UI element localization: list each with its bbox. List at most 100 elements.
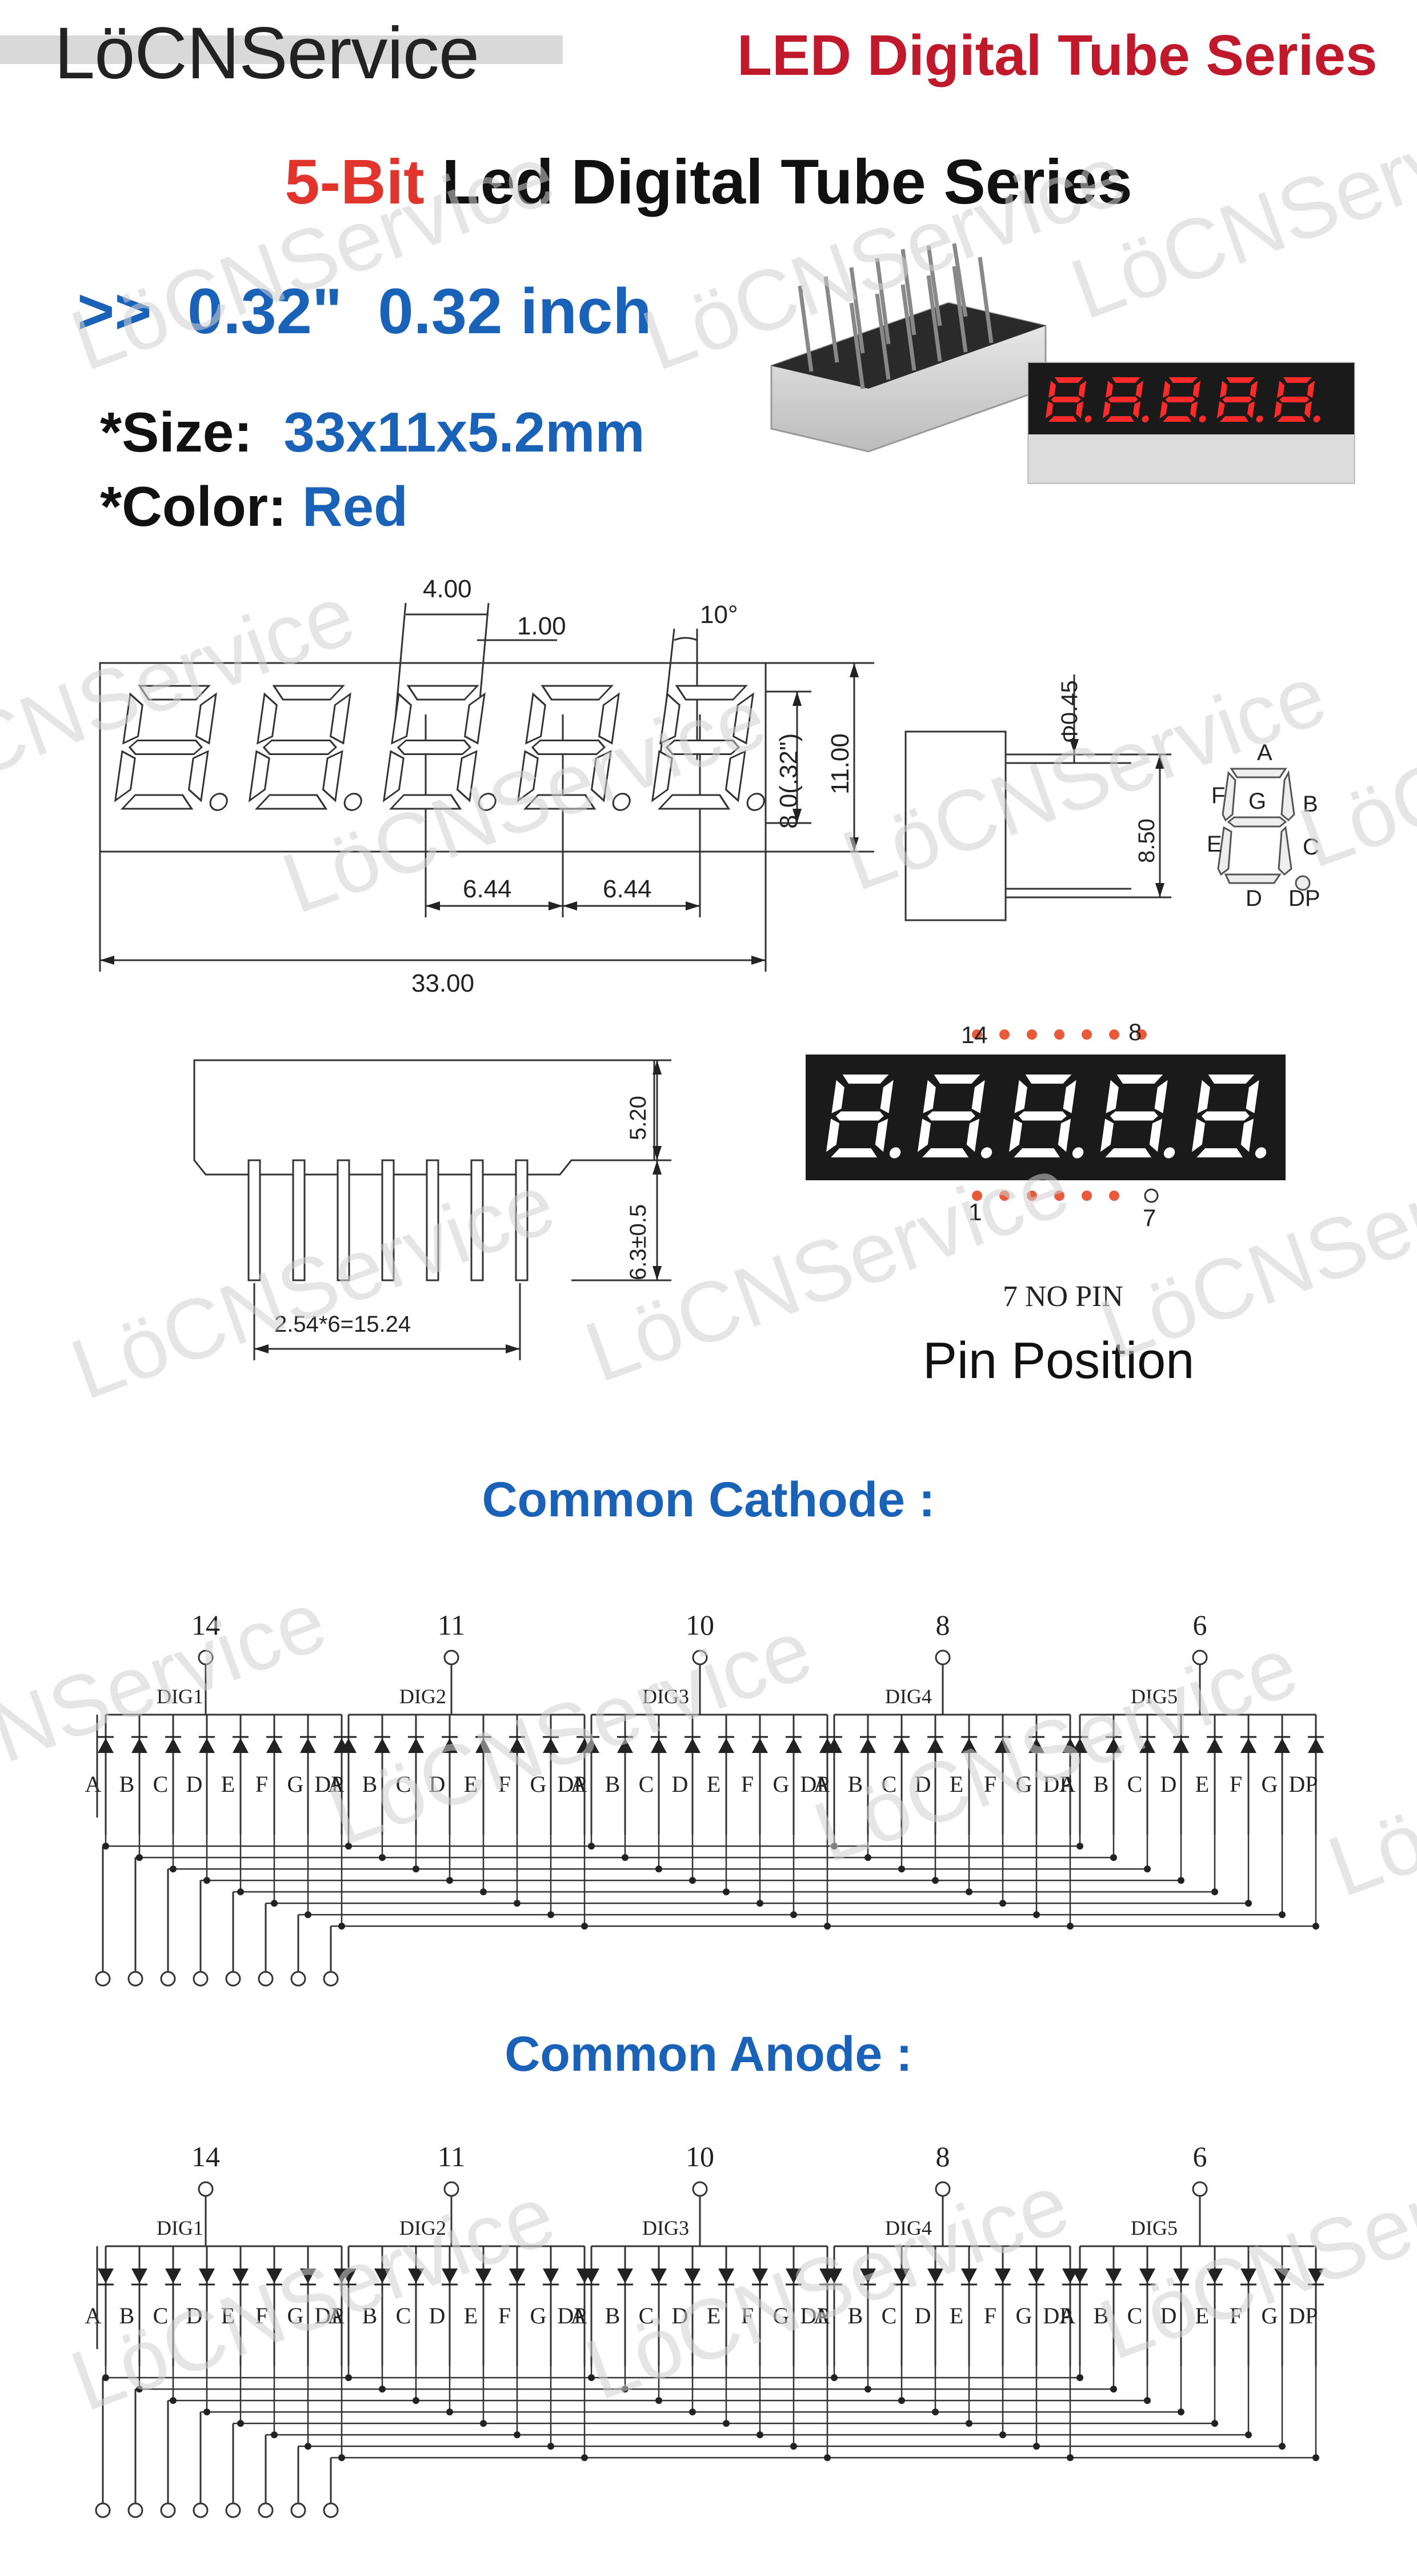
segment-label: A [814, 1771, 830, 1797]
junction-dot [1178, 2409, 1184, 2415]
junction-dot [1076, 1843, 1083, 1850]
digit-dp [1084, 416, 1092, 422]
pin-dots [972, 1029, 1159, 1203]
dim-pin-span: 2.54*6=15.24 [274, 1312, 411, 1337]
pin-module-digit [1191, 1075, 1267, 1159]
digit-pin-terminal [198, 1650, 214, 1666]
digit-segment [1045, 401, 1054, 419]
pin-note: 7 NO PIN [1003, 1280, 1123, 1313]
side-pin [426, 1159, 439, 1281]
junction-dot [1245, 2431, 1252, 2438]
pin-module-digit [826, 1075, 901, 1159]
diode [786, 2269, 802, 2283]
dimension-drawing: 4.00 1.00 10° 6.44 6.44 33.00 8.0(.32") … [99, 575, 1320, 997]
digit-segment [329, 692, 351, 745]
junction-dot [413, 1866, 419, 1872]
dim-digit [382, 685, 497, 811]
junction-dot [446, 2409, 453, 2415]
junction-dot [338, 2454, 345, 2461]
junction-dot [1110, 2386, 1117, 2393]
junction-dot [1067, 2454, 1074, 2461]
digit-segment [1208, 1075, 1255, 1084]
segment-label: C [153, 2303, 169, 2329]
segment-label: C [1127, 2303, 1143, 2329]
digit-segment [1276, 416, 1306, 422]
pin-label-7: 7 [1143, 1204, 1156, 1231]
bottom-pin-terminal [258, 2502, 274, 2518]
diode [1072, 1738, 1088, 1753]
digit-segment [1240, 1119, 1254, 1152]
digit-segment [1247, 401, 1255, 419]
segment-label: DP [1043, 1771, 1072, 1797]
digit-segment [880, 1080, 894, 1113]
segment-label: DP [1288, 1771, 1318, 1797]
segment-label: G [287, 2303, 304, 2329]
digit-segment [1168, 377, 1198, 383]
digit-label: DIG2 [399, 2216, 446, 2239]
segment-label: D [186, 1771, 203, 1797]
digit-dp [612, 793, 631, 811]
diode [408, 1738, 424, 1753]
junction-dot [581, 2454, 588, 2461]
diode [266, 1738, 282, 1753]
segment-label: E [950, 1771, 963, 1797]
bottom-pin-terminal [160, 1971, 176, 1987]
digit-segment [917, 1119, 931, 1152]
junction-dot [1076, 2374, 1083, 2381]
diode [894, 2269, 910, 2283]
spec-color: *Color: Red [100, 474, 408, 539]
digit-label: DIG5 [1131, 2216, 1178, 2239]
pin-side-view [193, 1059, 671, 1360]
segment-label: G [773, 1771, 790, 1797]
digit-segment [406, 685, 479, 701]
segment-label: A [1059, 2303, 1076, 2329]
digit-segment [971, 1080, 985, 1113]
dim-thickness: 5.20 [626, 1096, 651, 1140]
digit-segment [525, 692, 546, 745]
diode [1240, 2269, 1256, 2283]
segment-label: C [153, 1771, 169, 1797]
digit-segment [1102, 401, 1111, 419]
junction-dot [1245, 1900, 1252, 1907]
brand-underline-bar [0, 35, 563, 64]
segment-label: B [605, 2303, 621, 2329]
digit-dp [889, 1147, 901, 1159]
segment-label: E [1195, 1771, 1209, 1797]
diode [1207, 2269, 1223, 2283]
diode [374, 1738, 390, 1753]
digit-label: DIG5 [1131, 1685, 1178, 1708]
pin-dot-top [1027, 1029, 1037, 1040]
segment-label: D [1160, 1771, 1177, 1797]
digit-segment [1133, 401, 1141, 419]
segment-label: A [814, 2303, 830, 2329]
junction-dot [831, 1843, 838, 1850]
digit-segment [1135, 380, 1144, 398]
inch-quote: 0.32" [187, 275, 343, 347]
digit-segment [1014, 1080, 1027, 1113]
junction-dot [723, 1888, 730, 1895]
dim-seg-gap: 1.00 [517, 612, 566, 640]
digit-segment [1105, 380, 1113, 398]
digit-segment [1283, 377, 1312, 383]
pin-dot-bottom [999, 1191, 1010, 1201]
segment-label: C [882, 1771, 897, 1797]
digit-segment [1110, 1111, 1158, 1121]
bottom-pin-terminal [160, 2502, 176, 2518]
side-pin [515, 1159, 529, 1281]
digit-pin-terminal [198, 2181, 214, 2197]
digit-segment [724, 750, 746, 802]
digit-segment [1276, 380, 1284, 398]
digit-segment [1116, 1075, 1163, 1084]
digit-segment [1025, 1075, 1072, 1084]
junction-dot [1211, 2420, 1218, 2427]
pin-dot-top [1054, 1029, 1064, 1040]
junction-dot [622, 1854, 629, 1861]
product-angled-view [770, 243, 1047, 453]
diode [1106, 1738, 1122, 1753]
dim-total-length: 33.00 [411, 969, 474, 997]
diode [131, 1738, 147, 1753]
junction-dot [588, 1843, 595, 1850]
